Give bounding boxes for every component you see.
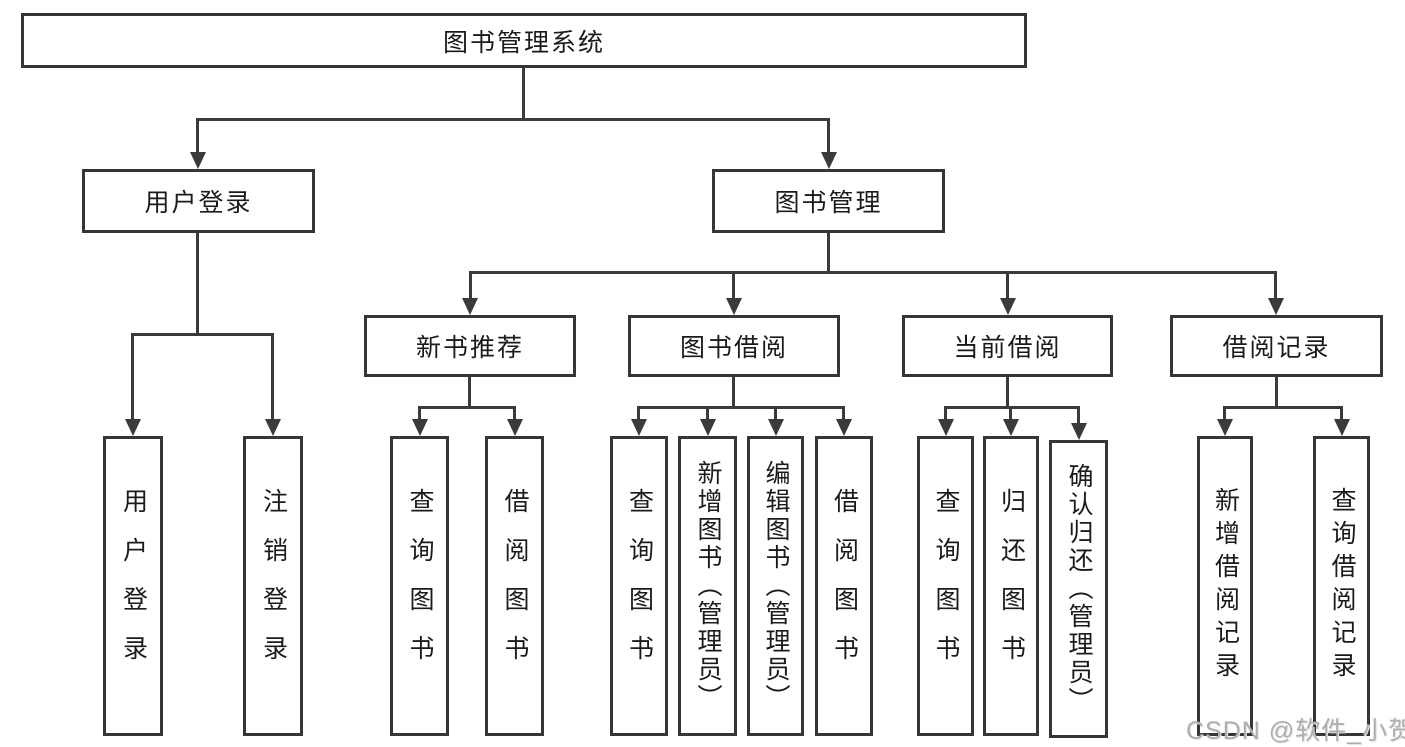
connector-drop-query-recommend: [418, 406, 421, 420]
node-book-management-system: 图书管理系统: [21, 13, 1027, 68]
arrowhead-query-recommend: [412, 419, 428, 436]
leaf-query-books-borrowing: 查询图书: [610, 436, 668, 736]
connector-drop-borrowing: [732, 271, 735, 299]
leaf-query-books-current: 查询图书: [917, 436, 974, 736]
connector-drop-add-record: [1223, 406, 1226, 420]
connector-drop-leaf-login: [131, 333, 134, 420]
arrowhead-current: [1000, 298, 1016, 315]
node-book-management: 图书管理: [712, 169, 945, 233]
arrowhead-edit-books: [768, 419, 784, 436]
connector-login-rail: [131, 333, 274, 336]
connector-drop-query-borrowing: [637, 406, 640, 420]
connector-borrowing-rail: [637, 406, 845, 409]
arrowhead-recommend: [462, 298, 478, 315]
arrowhead-borrow-recommend: [507, 419, 523, 436]
connector-records-stem: [1275, 377, 1278, 408]
arrowhead-leaf-logout: [265, 419, 281, 436]
connector-current-stem: [1006, 377, 1009, 408]
node-borrowing-records: 借阅记录: [1170, 315, 1383, 377]
leaf-query-books-recommend-label: 查询图书: [406, 488, 434, 684]
arrowhead-book-management: [821, 152, 837, 169]
leaf-borrow-books: 借阅图书: [815, 436, 873, 736]
connector-drop-leaf-logout: [271, 333, 274, 420]
connector-drop-user-login: [196, 118, 199, 153]
connector-drop-records: [1274, 271, 1277, 299]
leaf-return-books-label: 归还图书: [997, 488, 1026, 684]
leaf-query-books-borrowing-label: 查询图书: [625, 488, 654, 684]
node-book-borrowing: 图书借阅: [628, 315, 840, 377]
connector-drop-query-current: [944, 406, 947, 420]
leaf-borrow-books-label: 借阅图书: [830, 488, 859, 684]
leaf-user-login-label: 用户登录: [119, 488, 148, 684]
connector-drop-current: [1006, 271, 1009, 299]
leaf-borrow-books-recommend: 借阅图书: [485, 436, 544, 736]
arrowhead-query-current: [938, 419, 954, 436]
leaf-query-borrow-record: 查询借阅记录: [1313, 436, 1370, 736]
leaf-edit-books-admin: 编辑图书（管理员）: [747, 436, 804, 736]
arrowhead-query-borrowing: [631, 419, 647, 436]
connector-drop-borrow-books: [842, 406, 845, 420]
leaf-confirm-return-admin-label: 确认归还（管理员）: [1065, 463, 1093, 715]
connector-drop-edit-books: [774, 406, 777, 420]
connector-drop-add-books: [706, 406, 709, 420]
connector-borrowing-stem: [732, 377, 735, 408]
connector-drop-recommend: [469, 271, 472, 299]
arrowhead-add-record: [1217, 419, 1233, 436]
arrowhead-leaf-login: [125, 419, 141, 436]
arrowhead-borrow-books: [836, 419, 852, 436]
arrowhead-query-record: [1334, 419, 1350, 436]
arrowhead-confirm-return: [1071, 423, 1087, 440]
csdn-watermark: CSDN @软件_小贺同学: [1186, 717, 1405, 745]
connector-recommend-stem: [468, 377, 471, 408]
connector-recommend-rail: [418, 406, 516, 409]
leaf-edit-books-admin-label: 编辑图书（管理员）: [762, 460, 790, 712]
arrowhead-return-books: [1003, 419, 1019, 436]
leaf-query-books-current-label: 查询图书: [932, 488, 960, 684]
leaf-query-books-recommend: 查询图书: [390, 436, 449, 736]
arrowhead-records: [1268, 298, 1284, 315]
connector-drop-book-management: [827, 118, 830, 153]
connector-drop-query-record: [1340, 406, 1343, 420]
connector-login-stem: [196, 233, 199, 336]
connector-drop-confirm-return: [1077, 406, 1080, 424]
leaf-logout-label: 注销登录: [259, 488, 288, 684]
leaf-add-books-admin: 新增图书（管理员）: [678, 436, 737, 736]
leaf-add-books-admin-label: 新增图书（管理员）: [694, 460, 722, 712]
leaf-user-login: 用户登录: [103, 436, 163, 736]
leaf-add-borrow-record-label: 新增借阅记录: [1211, 487, 1240, 685]
connector-root-rail: [196, 118, 830, 121]
arrowhead-borrowing: [726, 298, 742, 315]
connector-current-rail: [944, 406, 1080, 409]
leaf-confirm-return-admin: 确认归还（管理员）: [1049, 440, 1108, 738]
leaf-add-borrow-record: 新增借阅记录: [1197, 436, 1253, 736]
connector-drop-return-books: [1009, 406, 1012, 420]
arrowhead-add-books: [700, 419, 716, 436]
arrowhead-user-login: [190, 152, 206, 169]
leaf-borrow-books-recommend-label: 借阅图书: [501, 488, 529, 684]
node-user-login: 用户登录: [82, 169, 315, 233]
node-new-book-recommendation: 新书推荐: [364, 315, 576, 377]
leaf-logout: 注销登录: [243, 436, 303, 736]
connector-manage-stem: [827, 233, 830, 274]
connector-drop-borrow-recommend: [513, 406, 516, 420]
leaf-return-books: 归还图书: [983, 436, 1039, 736]
leaf-query-borrow-record-label: 查询借阅记录: [1328, 487, 1356, 685]
connector-manage-rail: [469, 271, 1277, 274]
connector-root-stem: [522, 68, 525, 120]
connector-records-rail: [1223, 406, 1343, 409]
node-current-borrowing: 当前借阅: [902, 315, 1113, 377]
